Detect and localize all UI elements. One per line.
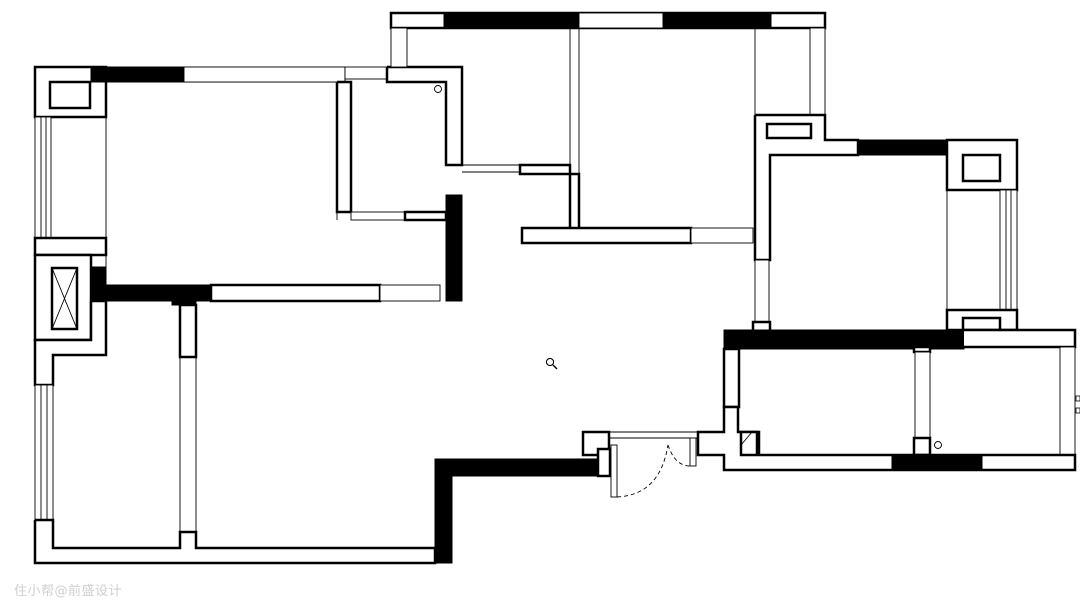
wall [520,226,693,245]
wall [722,347,741,409]
wall [568,172,581,238]
drain-symbol [434,85,442,93]
window [578,12,664,29]
wardrobe-room [335,65,464,302]
window [999,189,1018,311]
solid-wall [445,194,463,302]
window [34,116,52,239]
window [183,66,346,83]
wall [912,345,932,354]
top-right-bedroom [751,113,1019,333]
column [178,303,198,359]
solid-wall [171,292,197,306]
wall [33,518,437,565]
window [34,384,54,521]
ac-niche [48,80,92,110]
wall [518,163,572,176]
wall [403,210,448,222]
wall [335,80,353,214]
ac-niche [961,153,1002,183]
window [390,27,408,68]
wall [912,436,932,457]
solid-wall [443,12,580,29]
duct-cross [51,267,78,330]
door-swing [616,444,669,498]
wall [596,447,612,478]
door-leaf [689,437,697,467]
window [809,27,826,116]
drain-symbol [934,441,942,449]
ac-niche [961,316,1002,332]
solid-wall [891,454,983,471]
door-opening [690,227,754,244]
top-corridor [389,11,827,245]
door-swing [667,444,691,467]
solid-wall [90,66,185,83]
zoom-icon[interactable] [545,357,558,370]
door-opening [379,284,441,302]
window [1059,346,1076,456]
watermark-text: 住小帮@前盛设计 [14,584,123,599]
door-opening [350,211,406,221]
window [344,66,388,80]
wall [696,405,1077,472]
wall [33,236,108,257]
living-area [33,253,612,565]
door-leaf [610,444,618,498]
bottom-right-rooms [696,328,1077,472]
solid-wall [662,12,772,29]
door-opening [754,259,770,323]
door-opening [914,351,931,439]
ac-niche [765,122,813,140]
wall [209,283,382,303]
solid-wall [434,458,601,564]
wall [964,328,1077,349]
top-left-bedroom [33,65,441,359]
shaft-diagonal [740,431,753,446]
edge-mark [1075,395,1080,414]
wall [385,65,464,167]
